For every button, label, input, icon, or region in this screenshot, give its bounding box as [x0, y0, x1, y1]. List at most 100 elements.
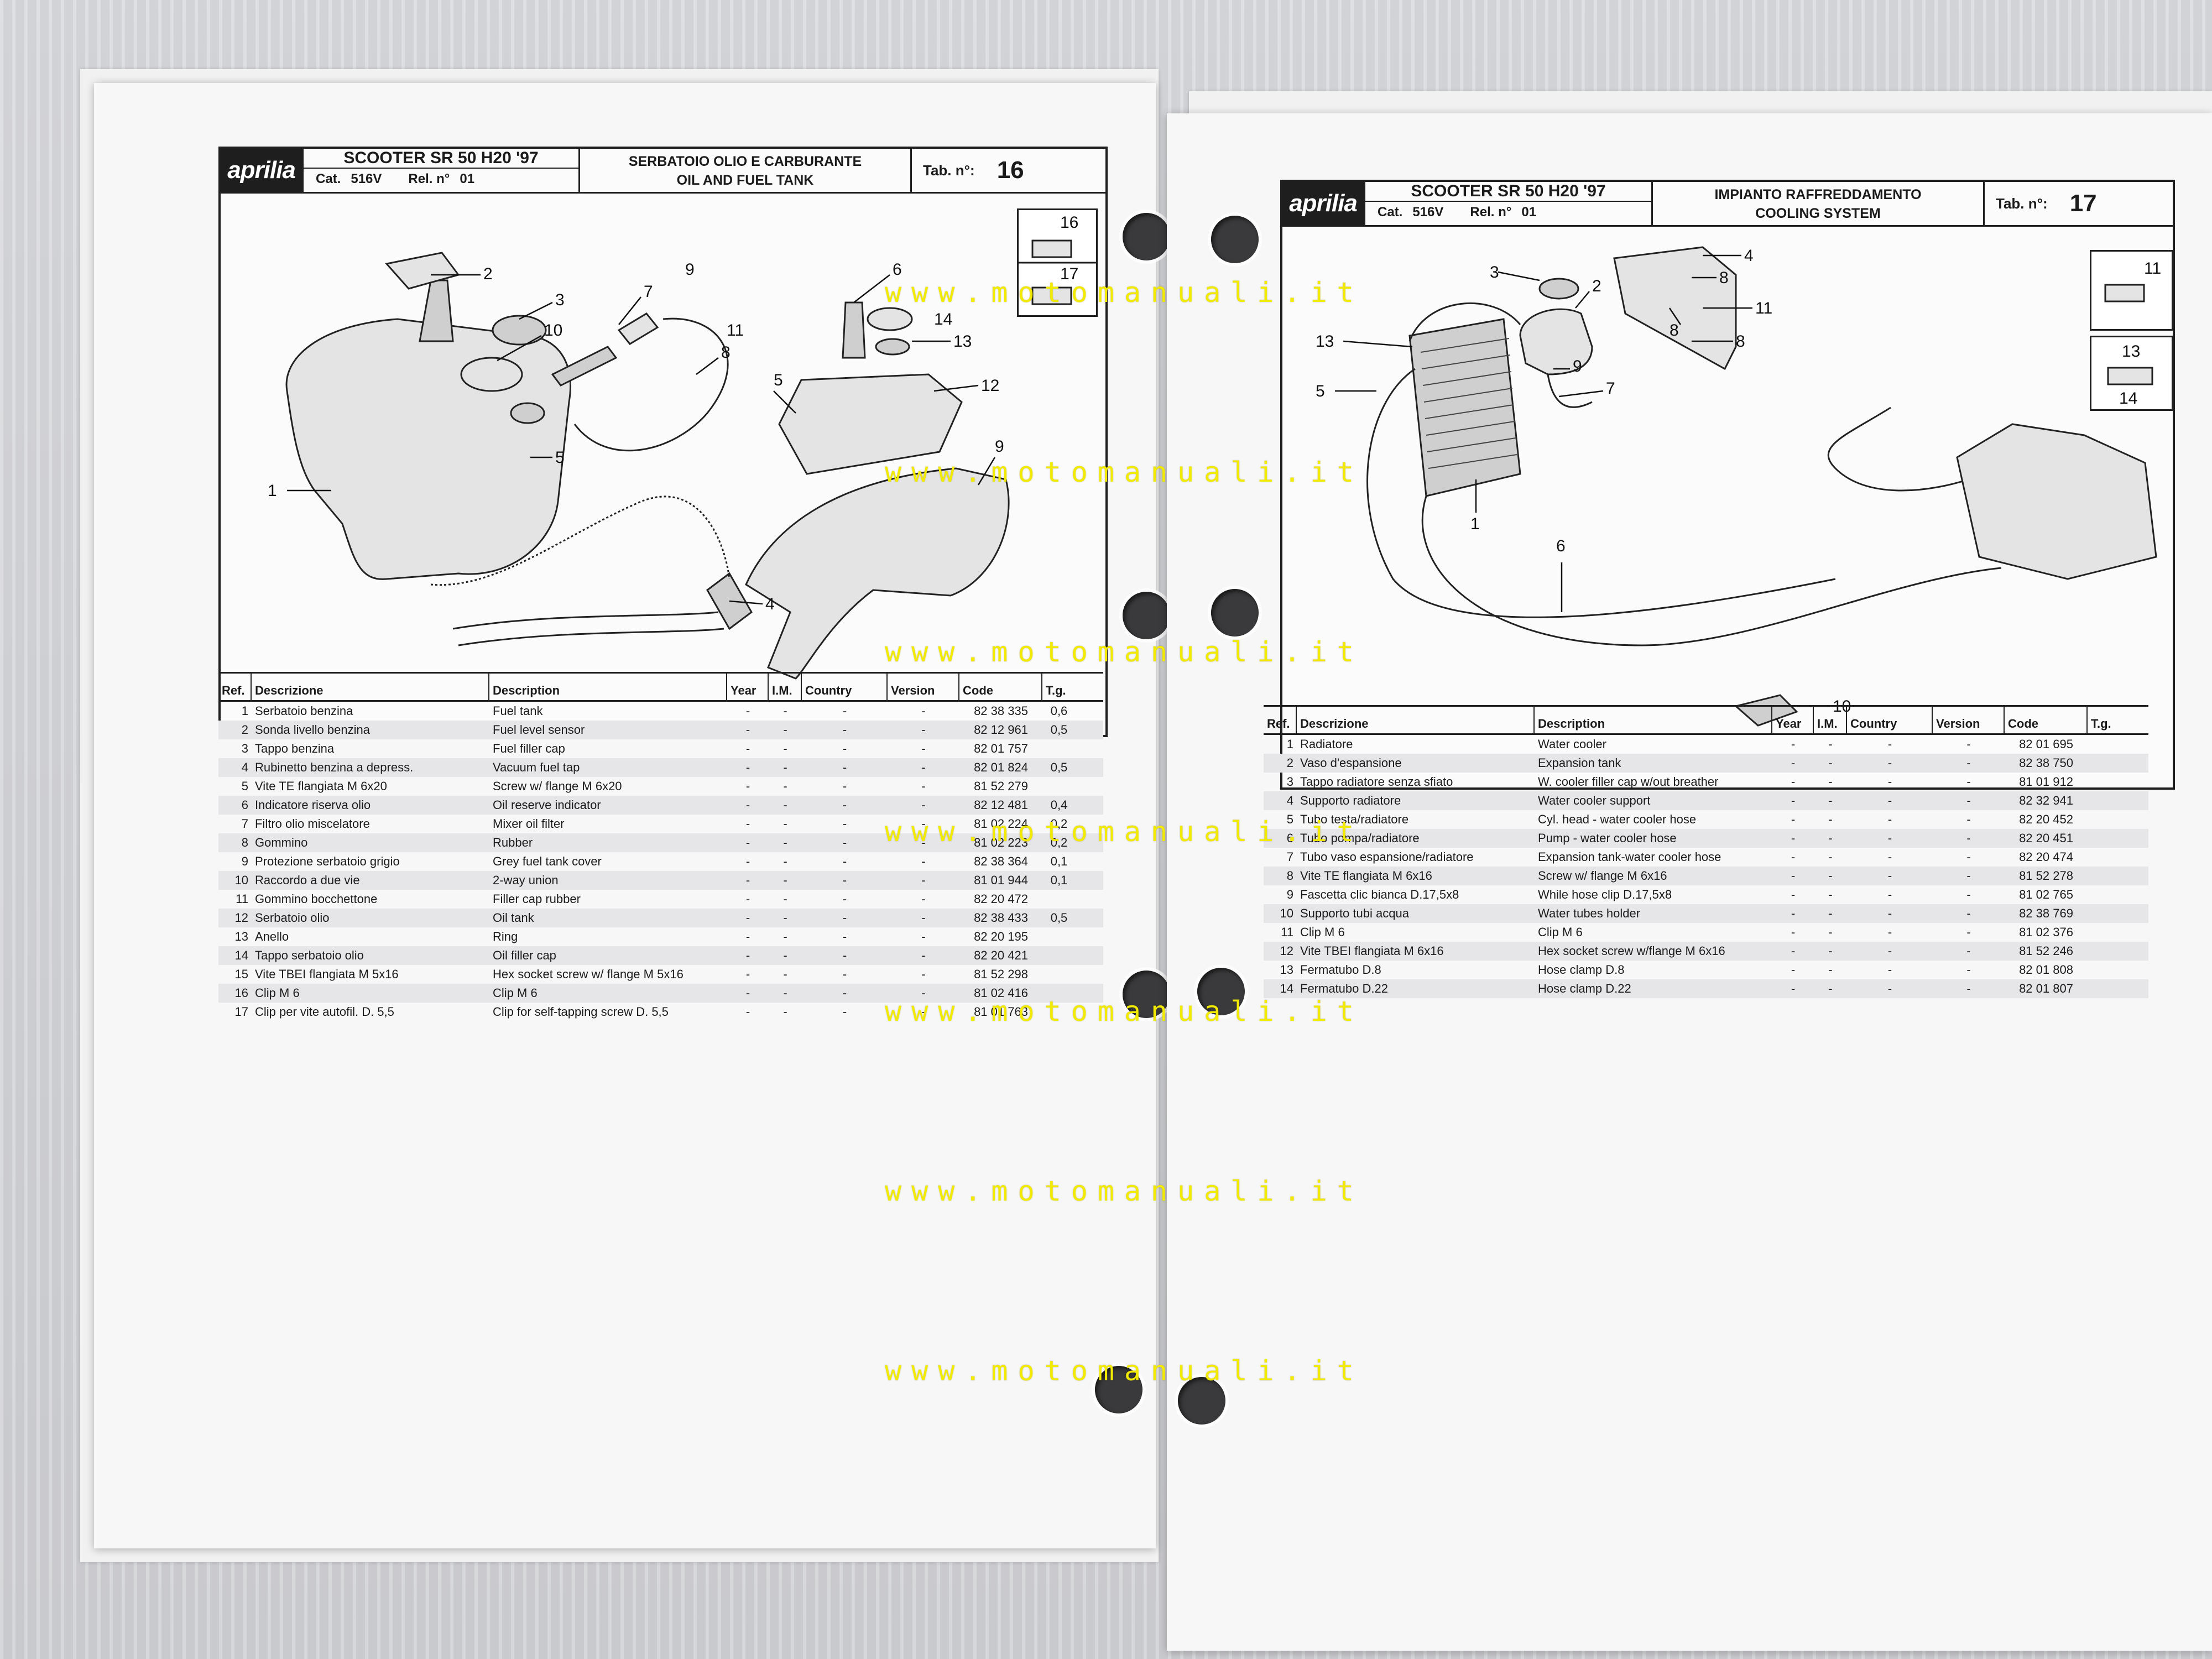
year-cell: - [745, 704, 750, 718]
pump-hose [1421, 495, 2002, 646]
version-cell: - [921, 760, 926, 774]
oil-filler-cap [867, 307, 913, 331]
year-cell: - [1791, 737, 1796, 751]
year-cell: - [745, 1005, 750, 1019]
title-english: COOLING SYSTEM [1755, 206, 1881, 221]
callout-label: 16 [1060, 213, 1078, 232]
punch-hole [1123, 592, 1170, 639]
description-cell: Clip for self-tapping screw D. 5,5 [493, 1005, 669, 1019]
code-cell: 82 12 961 [974, 723, 1028, 737]
im-cell: - [1828, 869, 1833, 883]
watermark-text: www.motomanuali.it [885, 276, 1364, 309]
expansion-tank-hose [1547, 374, 1593, 408]
leader-line [1558, 390, 1604, 398]
descrizione-cell: Radiatore [1300, 737, 1353, 751]
descrizione-cell: Clip M 6 [255, 986, 300, 1000]
model-name: SCOOTER SR 50 H20 '97 [343, 149, 539, 167]
punch-hole [1211, 216, 1259, 263]
descrizione-cell: Vaso d'espansione [1300, 756, 1402, 770]
radiator-fins [1420, 338, 1517, 469]
watermark-text: www.motomanuali.it [885, 816, 1364, 848]
leader-line [933, 384, 979, 392]
year-cell: - [745, 836, 750, 849]
im-cell: - [1828, 812, 1833, 826]
code-cell: 82 38 769 [2019, 906, 2073, 920]
ref-cell: 5 [241, 779, 248, 793]
version-cell: - [921, 723, 926, 737]
ref-cell: 2 [1286, 756, 1293, 770]
exploded-view-drawing: 3 2 4 8 11 8 8 13 5 1 9 7 6 10 [1316, 246, 2157, 727]
header-tg: T.g. [1046, 684, 1066, 697]
code-cell: 82 38 335 [974, 704, 1028, 718]
code-cell: 82 20 474 [2019, 850, 2073, 864]
descrizione-cell: Serbatoio benzina [255, 704, 353, 718]
leader-line [696, 357, 719, 375]
country-cell: - [842, 930, 847, 943]
exploded-diagram-cooling-system: 3 2 4 8 11 8 8 13 5 1 9 7 6 10 11 [1282, 225, 2173, 781]
descrizione-cell: Gommino bocchettone [255, 892, 378, 906]
year-cell: - [745, 967, 750, 981]
watermark-text: www.motomanuali.it [885, 1355, 1364, 1387]
tg-cell: 0,6 [1050, 704, 1068, 718]
ref-cell: 1 [1286, 737, 1293, 751]
descrizione-cell: Fascetta clic bianca D.17,5x8 [1300, 888, 1459, 901]
code-cell: 81 01 944 [974, 873, 1028, 887]
year-cell: - [1791, 869, 1796, 883]
year-cell: - [745, 817, 750, 831]
tg-cell: 0,1 [1050, 873, 1068, 887]
callout-label: 4 [1744, 247, 1754, 265]
country-cell: - [1887, 982, 1892, 995]
callout-label: 17 [1060, 265, 1078, 283]
country-cell: - [1887, 888, 1892, 901]
hose-clamp-inset-box: 13 14 [2090, 336, 2173, 411]
descrizione-cell: Serbatoio olio [255, 911, 330, 925]
year-cell: - [745, 986, 750, 1000]
im-cell: - [1828, 850, 1833, 864]
leader-line [773, 390, 796, 414]
punch-hole [1197, 968, 1245, 1015]
watermark-text: www.motomanuali.it [885, 995, 1364, 1027]
ref-cell: 10 [1280, 906, 1293, 920]
watermark-text: www.motomanuali.it [885, 456, 1364, 488]
description-cell: Grey fuel tank cover [493, 854, 602, 868]
ref-cell: 17 [234, 1005, 248, 1019]
descrizione-cell: Protezione serbatoio grigio [255, 854, 400, 868]
callout-label: 6 [1556, 537, 1566, 555]
code-cell: 81 02 376 [2019, 925, 2073, 939]
leader-line [497, 335, 542, 362]
im-cell: - [783, 854, 787, 868]
version-cell: - [1966, 869, 1971, 883]
version-cell: - [921, 967, 926, 981]
clip-m6-icon [2104, 284, 2145, 302]
oil-filter [617, 312, 659, 345]
filler-cap-rubber [460, 357, 523, 392]
code-cell: 81 52 278 [2019, 869, 2073, 883]
im-cell: - [1828, 737, 1833, 751]
rel-label: Rel. n° [408, 171, 450, 186]
description-cell: Expansion tank [1538, 756, 1621, 770]
code-cell: 82 38 750 [2019, 756, 2073, 770]
self-tapping-clip-icon [1031, 286, 1072, 305]
oil-filler-neck [510, 402, 545, 424]
callout-label: 3 [1490, 263, 1499, 281]
code-cell: 82 01 757 [974, 742, 1028, 755]
leader-line [1668, 307, 1682, 325]
country-cell: - [842, 742, 847, 755]
version-cell: - [1966, 775, 1971, 789]
country-cell: - [842, 854, 847, 868]
version-cell: - [921, 779, 926, 793]
im-cell: - [783, 798, 787, 812]
country-cell: - [1887, 869, 1892, 883]
im-cell: - [1828, 756, 1833, 770]
callout-label: 7 [644, 283, 653, 301]
country-cell: - [1887, 963, 1892, 977]
version-cell: - [1966, 888, 1971, 901]
im-cell: - [1828, 831, 1833, 845]
